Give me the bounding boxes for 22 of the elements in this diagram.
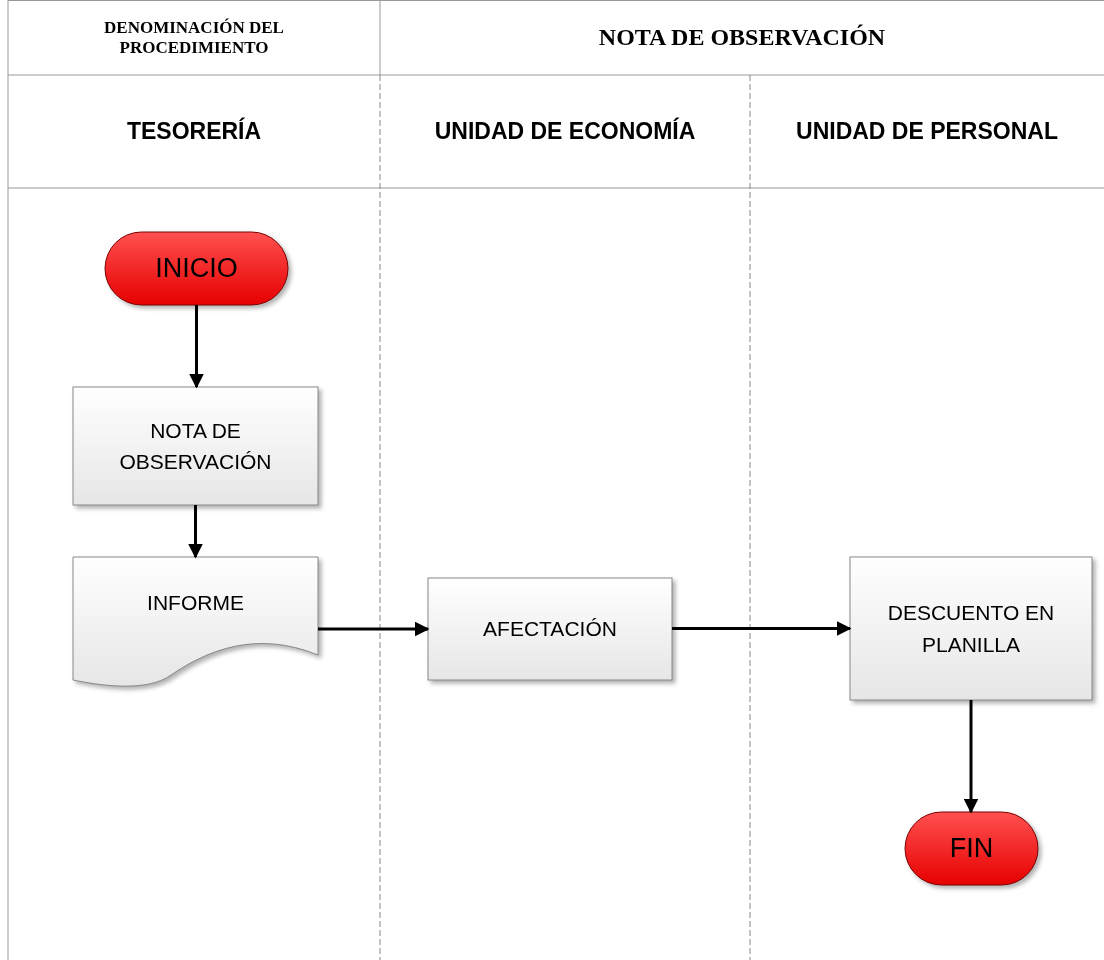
lane-title: UNIDAD DE ECONOMÍA (434, 118, 696, 145)
document-shape (73, 557, 318, 685)
terminal-shape (105, 232, 288, 305)
node-label: NOTA DE OBSERVACIÓN (118, 417, 273, 475)
lane-title: TESORERÍA (126, 118, 262, 145)
terminal-shape (905, 812, 1038, 885)
node-label: INICIO (155, 252, 238, 286)
process-box (73, 387, 318, 505)
arrow (672, 621, 852, 636)
node-label: FIN (949, 832, 994, 866)
arrow (188, 505, 203, 559)
node-label: INFORME (147, 590, 244, 616)
lane-title: UNIDAD DE PERSONAL (796, 118, 1058, 145)
node-label: DESCUENTO EN PLANILLA (886, 600, 1056, 658)
process-box (850, 557, 1092, 700)
node-label: AFECTACIÓN (483, 616, 617, 643)
arrow (189, 305, 204, 389)
header-text: NOTA DE OBSERVACIÓN (598, 24, 886, 51)
arrow (318, 621, 430, 637)
header-text: DENOMINACIÓN DEL PROCEDIMIENTO (103, 17, 285, 58)
process-box (428, 578, 672, 680)
arrow (963, 700, 979, 814)
